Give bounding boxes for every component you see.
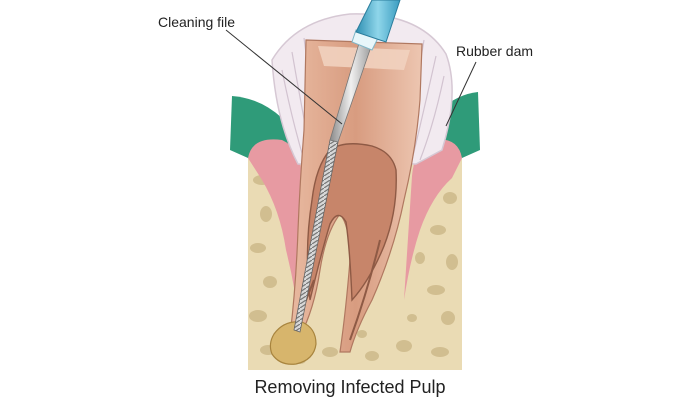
cleaning-file-leader-line bbox=[225, 29, 343, 125]
rubber-dam-leader-line bbox=[445, 61, 477, 127]
gum-tissue-right bbox=[404, 139, 462, 300]
root-canal-right bbox=[349, 239, 381, 341]
gum-tissue-left bbox=[248, 139, 302, 330]
cleaning-file-label: Cleaning file bbox=[158, 14, 235, 30]
rubber-dam-label: Rubber dam bbox=[456, 43, 533, 59]
cleaning-file-instrument bbox=[293, 0, 401, 333]
diagram-caption: Removing Infected Pulp bbox=[254, 377, 445, 397]
file-handle bbox=[355, 0, 401, 43]
